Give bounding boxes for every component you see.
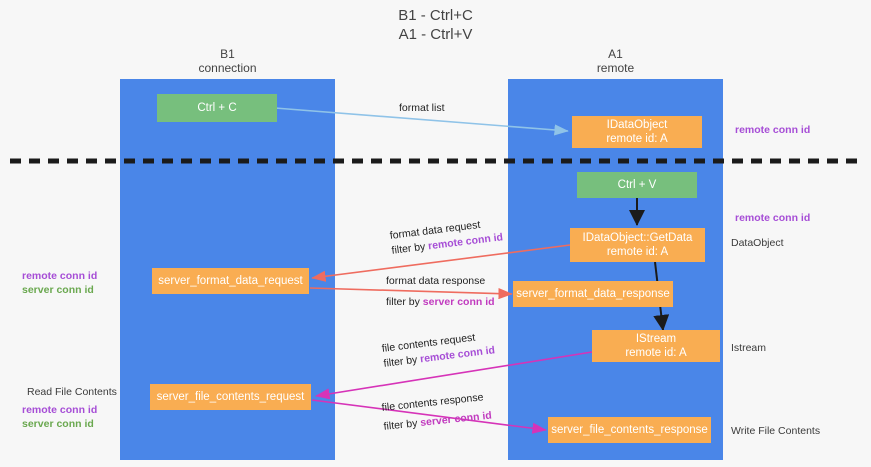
node-ctrl-v[interactable]: Ctrl + V xyxy=(577,172,697,198)
annotation-right-dataobject-text: DataObject xyxy=(731,237,784,249)
annotation-left-conn-ids-bottom: remote conn id server conn id xyxy=(22,403,97,431)
edge-label-format-data-response-line1: format data response xyxy=(386,275,486,287)
node-istream[interactable]: IStream remote id: A xyxy=(592,330,720,362)
node-idataobject-remote-id: remote id: A xyxy=(606,133,668,145)
lane-header-a1: A1 remote xyxy=(508,47,723,75)
node-idataobject[interactable]: IDataObject remote id: A xyxy=(572,116,702,148)
node-idataobject-label: IDataObject xyxy=(606,119,668,131)
node-server-file-contents-response[interactable]: server_file_contents_response xyxy=(548,417,711,443)
node-ctrl-c-label: Ctrl + C xyxy=(197,102,237,114)
lane-header-b1-title: B1 xyxy=(220,47,235,61)
node-server-file-contents-request-label: server_file_contents_request xyxy=(156,391,305,403)
node-istream-remote-id: remote id: A xyxy=(625,347,687,359)
annotation-left-read-file-contents-text: Read File Contents xyxy=(27,386,117,398)
annotation-right-remote-conn-id-top: remote conn id xyxy=(735,123,810,137)
edge-label-format-data-request-prefix: filter by xyxy=(390,240,429,257)
title-line-1: B1 - Ctrl+C xyxy=(398,7,473,24)
node-server-file-contents-request[interactable]: server_file_contents_request xyxy=(150,384,311,410)
annotation-right-istream-text: Istream xyxy=(731,342,767,354)
edge-label-file-contents-response-prefix: filter by xyxy=(383,417,421,433)
node-istream-label: IStream xyxy=(635,333,677,345)
node-ctrl-c[interactable]: Ctrl + C xyxy=(157,94,277,122)
annotation-right-remote-conn-id-mid: remote conn id xyxy=(735,211,810,225)
edge-label-format-data-response-prefix: filter by xyxy=(386,296,423,308)
annotation-left-remote-conn-id-mid: remote conn id xyxy=(22,270,98,282)
edge-label-format-data-response: format data response filter by server co… xyxy=(386,274,495,310)
edge-label-format-list: format list xyxy=(399,101,445,116)
annotation-left-conn-ids-mid: remote conn id server conn id xyxy=(22,269,97,297)
edge-label-file-contents-request-prefix: filter by xyxy=(382,353,421,370)
node-server-format-data-response-label: server_format_data_response xyxy=(516,288,670,300)
edge-label-format-data-response-line2: filter by server conn id xyxy=(386,295,495,310)
lane-header-b1-subtitle: connection xyxy=(198,61,257,75)
edge-label-format-data-response-highlight: server conn id xyxy=(422,296,495,308)
annotation-left-remote-conn-id-bottom: remote conn id xyxy=(22,404,98,416)
annotation-right-remote-conn-id-mid-text: remote conn id xyxy=(735,212,811,224)
node-server-format-data-response[interactable]: server_format_data_response xyxy=(513,281,673,307)
node-getdata[interactable]: IDataObject::GetData remote id: A xyxy=(570,228,705,262)
node-ctrl-v-label: Ctrl + V xyxy=(617,179,657,191)
lane-header-a1-subtitle: remote xyxy=(596,61,635,75)
node-server-format-data-request-label: server_format_data_request xyxy=(158,275,303,287)
node-server-file-contents-response-label: server_file_contents_response xyxy=(551,424,708,436)
annotation-left-server-conn-id-bottom: server conn id xyxy=(22,418,94,430)
node-getdata-label: IDataObject::GetData xyxy=(582,232,693,244)
annotation-right-istream: Istream xyxy=(731,341,766,355)
annotation-right-write-file-contents-text: Write File Contents xyxy=(731,425,821,437)
annotation-left-read-file-contents: Read File Contents xyxy=(27,385,117,399)
title-line-2: A1 - Ctrl+V xyxy=(398,26,473,43)
annotation-right-write-file-contents: Write File Contents xyxy=(731,424,820,438)
lane-header-b1: B1 connection xyxy=(120,47,335,75)
diagram-title: B1 - Ctrl+C A1 - Ctrl+V xyxy=(0,6,871,44)
annotation-left-server-conn-id-mid: server conn id xyxy=(22,284,94,296)
node-server-format-data-request[interactable]: server_format_data_request xyxy=(152,268,309,294)
edge-label-format-list-text: format list xyxy=(399,102,445,114)
lane-header-a1-title: A1 xyxy=(608,47,623,61)
node-getdata-remote-id: remote id: A xyxy=(606,246,669,258)
annotation-right-dataobject: DataObject xyxy=(731,236,784,250)
annotation-right-remote-conn-id-top-text: remote conn id xyxy=(735,124,811,136)
